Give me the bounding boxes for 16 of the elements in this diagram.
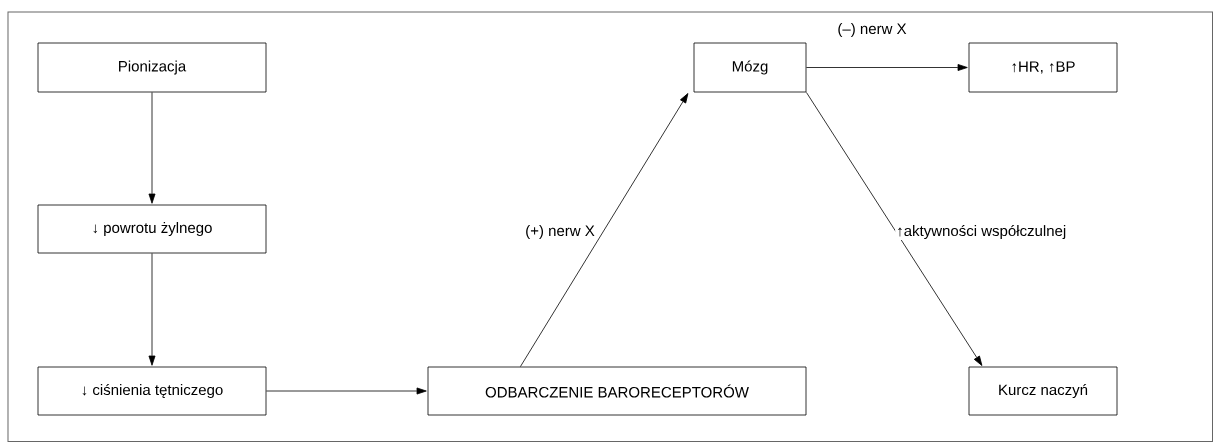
- process-box: ODBARCZENIE BARORECEPTORÓW: [427, 366, 807, 416]
- process-box: Kurcz naczyń: [968, 366, 1118, 416]
- process-box: Mózg: [693, 42, 807, 93]
- arrow: [520, 93, 689, 367]
- process-box: ↓ powrotu żylnego: [37, 204, 267, 254]
- edge-label: (–) nerw X: [836, 22, 908, 38]
- arrow: [148, 253, 156, 366]
- arrow: [266, 387, 427, 395]
- edge-label: (+) nerw X: [524, 224, 596, 240]
- arrow: [806, 64, 968, 71]
- process-box: ↓ ciśnienia tętniczego: [37, 366, 267, 416]
- edge-label: ↑aktywności współczulnej: [895, 223, 1068, 241]
- process-box: ↑HR, ↑BP: [968, 42, 1118, 93]
- arrow: [806, 92, 983, 366]
- process-box: Pionizacja: [37, 42, 267, 93]
- arrow: [148, 92, 156, 204]
